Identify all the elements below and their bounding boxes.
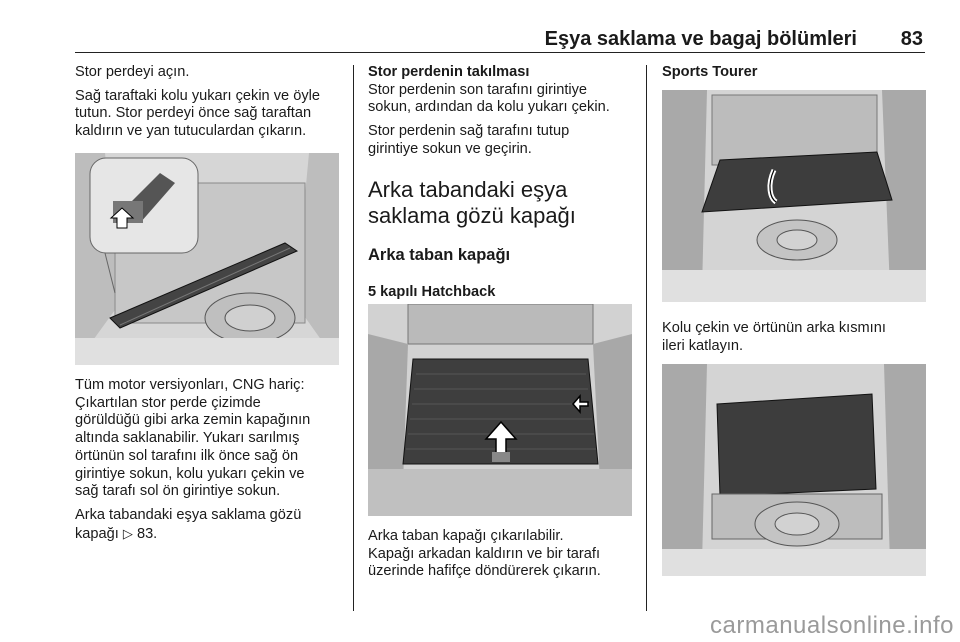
paragraph: Tüm motor versiyonları, CNG hariç: Çıkar… xyxy=(75,377,311,500)
figure-hatchback-floor xyxy=(368,304,632,516)
column-2-lower: Arka taban kapağı çıkarılabilir. Kapağı … xyxy=(368,528,630,587)
paragraph: Stor perdeyi açın. xyxy=(75,64,190,80)
page-header: Eşya saklama ve bagaj bölümleri 83 xyxy=(75,28,925,50)
paragraph: Stor perdenin son tarafını girintiye sok… xyxy=(368,81,610,116)
subheading: Stor perdenin takılması xyxy=(368,64,530,80)
column-1-lower: Tüm motor versiyonları, CNG hariç: Çıkar… xyxy=(75,377,337,549)
variant-heading: 5 kapılı Hatchback xyxy=(368,284,496,301)
column-divider xyxy=(353,65,354,611)
page-title: Eşya saklama ve bagaj bölümleri xyxy=(544,28,857,50)
column-2: Stor perdenin takılması Stor perdenin so… xyxy=(368,64,630,308)
column-3-lower: Kolu çekin ve örtünün arka kısmını ileri… xyxy=(662,320,924,361)
page-reference-link[interactable]: 83. xyxy=(136,525,158,542)
paragraph: Sağ taraftaki kolu yukarı çekin ve öyle … xyxy=(75,87,320,140)
subheading: Sports Tourer xyxy=(662,64,758,80)
column-1: Stor perdeyi açın. Sağ taraftaki kolu yu… xyxy=(75,64,337,147)
paragraph: Stor perdenin sağ tarafını tutup girinti… xyxy=(368,123,570,157)
paragraph: Kolu çekin ve örtünün arka kısmını ileri… xyxy=(662,320,886,354)
header-rule xyxy=(75,52,925,53)
paragraph: Arka taban kapağı çıkarılabilir. Kapağı … xyxy=(368,528,601,580)
watermark: carmanualsonline.info xyxy=(710,612,954,639)
figure-tourer-floor-cover xyxy=(662,90,926,302)
figure-cover-storage xyxy=(75,153,339,365)
subsection-heading: Arka taban kapağı xyxy=(368,245,511,264)
paragraph: Arka tabandaki eşya saklama gözü kapağı … xyxy=(75,506,302,542)
figure-tourer-folded-cover xyxy=(662,364,926,576)
page-number: 83 xyxy=(900,28,923,50)
column-3: Sports Tourer xyxy=(662,64,924,82)
arrow-ref-icon: ▷ xyxy=(122,525,133,541)
column-divider xyxy=(646,65,647,611)
section-heading: Arka tabandaki eşya saklama gözü kapağı xyxy=(368,176,576,228)
